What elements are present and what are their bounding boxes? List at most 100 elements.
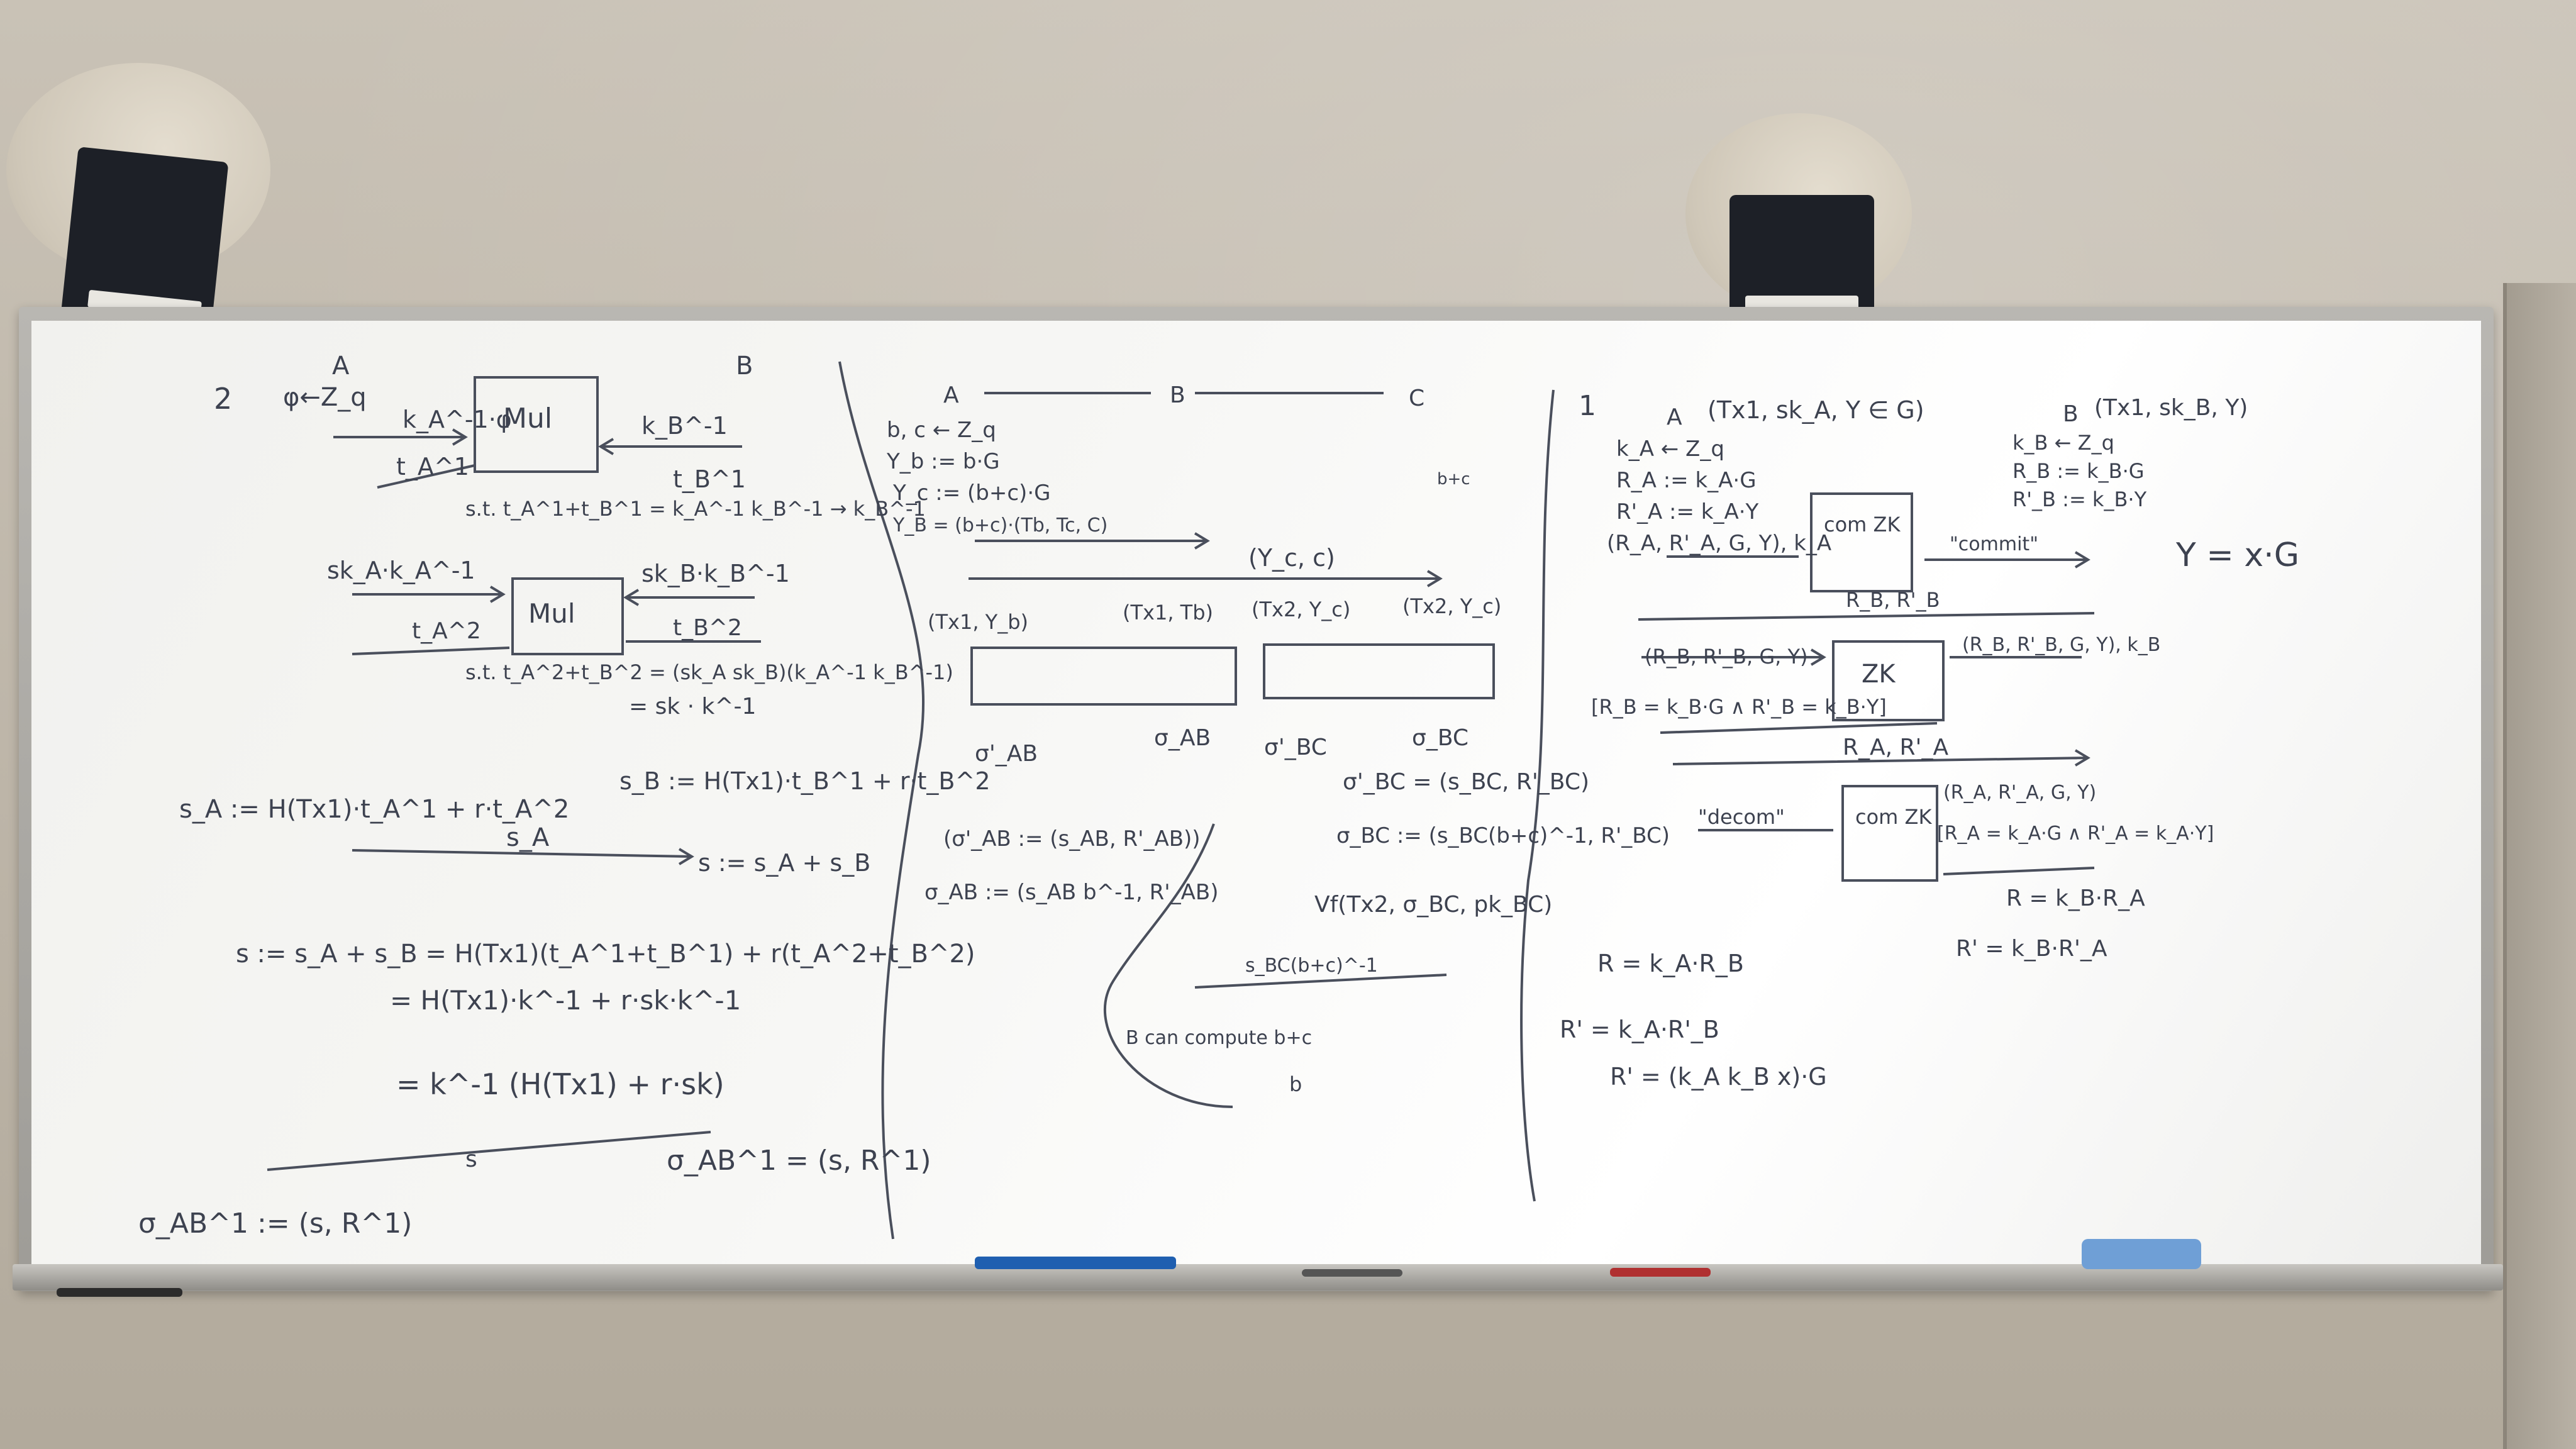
handwritten-text: Y = x·G — [2175, 536, 2299, 574]
handwritten-text: com ZK — [1855, 805, 1932, 829]
handwritten-text: A — [332, 352, 350, 380]
handwritten-text: s_A — [506, 823, 550, 852]
handwritten-text: sk_B·k_B^-1 — [641, 560, 790, 587]
handwritten-text: C — [1409, 386, 1424, 411]
handwritten-text: s := s_A + s_B = H(Tx1)(t_A^1+t_B^1) + r… — [236, 940, 975, 969]
blue-marker — [975, 1257, 1176, 1269]
handwritten-text: σ_AB^1 := (s, R^1) — [138, 1208, 412, 1240]
handwritten-text: b, c ← Z_q — [887, 418, 996, 443]
handwritten-text: [R_B = k_B·G ∧ R'_B = k_B·Y] — [1591, 695, 1887, 719]
handwritten-text: s.t. t_A^1+t_B^1 = k_A^-1 k_B^-1 → k_B^-… — [465, 497, 926, 521]
handwritten-text: 2 — [214, 382, 232, 416]
handwritten-text: s_A := H(Tx1)·t_A^1 + r·t_A^2 — [179, 795, 569, 824]
handwritten-text: A — [1667, 404, 1682, 430]
handwritten-text: R' = k_A·R'_B — [1560, 1016, 1719, 1043]
eraser — [2082, 1239, 2201, 1269]
handwritten-text: σ_AB^1 = (s, R^1) — [667, 1145, 931, 1177]
handwritten-text: R'_B := k_B·Y — [2012, 487, 2147, 511]
handwritten-text: R = k_B·R_A — [2006, 886, 2145, 911]
black-marker — [57, 1288, 182, 1297]
handwritten-text: A — [943, 382, 959, 408]
handwritten-text: k_A ← Z_q — [1616, 436, 1724, 462]
handwritten-text: φ←Z_q — [283, 383, 367, 412]
divider-right — [1520, 389, 1555, 1202]
handwritten-text: s_B := H(Tx1)·t_B^1 + r·t_B^2 — [619, 767, 991, 795]
handwritten-text: R = k_A·R_B — [1597, 950, 1744, 977]
handwritten-text: σ_BC — [1412, 725, 1468, 751]
handwritten-text: R' = k_B·R'_A — [1956, 936, 2107, 962]
handwritten-text: (Tx1, sk_A, Y ∈ G) — [1707, 396, 1924, 424]
handwritten-text: σ'_AB — [975, 741, 1038, 767]
handwritten-text: (Tx1, sk_B, Y) — [2094, 395, 2248, 421]
handwritten-text: σ_AB — [1154, 725, 1211, 751]
mul-box-1 — [474, 376, 599, 473]
handwritten-text: b+c — [1437, 470, 1470, 489]
handwritten-text: ZK — [1862, 660, 1896, 689]
handwritten-text: σ'_BC = (s_BC, R'_BC) — [1343, 769, 1589, 795]
handwritten-text: R_A, R'_A — [1843, 735, 1948, 760]
handwritten-text: (R_A, R'_A, G, Y) — [1943, 782, 2096, 804]
handwritten-text: sk_A·k_A^-1 — [327, 557, 475, 584]
handwritten-text: com ZK — [1824, 513, 1901, 536]
red-marker — [1610, 1268, 1711, 1277]
com-zk-box-1 — [1810, 492, 1913, 592]
divider-left — [838, 361, 924, 1240]
handwritten-text: = H(Tx1)·k^-1 + r·sk·k^-1 — [390, 985, 741, 1016]
handwritten-text: t_B^2 — [673, 615, 742, 641]
handwritten-text: σ_BC := (s_BC(b+c)^-1, R'_BC) — [1336, 823, 1670, 848]
handwritten-text: k_B^-1 — [641, 412, 728, 440]
handwritten-text: (Tx2, Y_c) — [1402, 594, 1501, 618]
handwritten-text: k_A^-1·φ — [402, 406, 512, 433]
handwritten-text: R' = (k_A k_B x)·G — [1610, 1063, 1827, 1091]
handwritten-text: 1 — [1579, 390, 1596, 422]
proto-box-2 — [1263, 643, 1495, 699]
handwritten-text: [R_A = k_A·G ∧ R'_A = k_A·Y] — [1937, 823, 2214, 845]
handwritten-text: Mul — [528, 598, 575, 629]
proto-box-1 — [970, 647, 1237, 706]
handwritten-text: t_A^2 — [412, 618, 481, 644]
handwritten-text: Mul — [503, 402, 552, 435]
handwritten-text: R_B, R'_B — [1846, 588, 1940, 612]
handwritten-text: (Tx1, Y_b) — [928, 610, 1028, 634]
handwritten-text: (R_B, R'_B, G, Y), k_B — [1962, 634, 2160, 656]
gray-marker — [1302, 1269, 1402, 1277]
handwritten-text: B — [1170, 382, 1185, 408]
handwritten-text: σ_AB := (s_AB b^-1, R'_AB) — [924, 880, 1218, 905]
handwritten-text: "commit" — [1950, 533, 2038, 555]
mul-box-2 — [511, 577, 624, 655]
zk-box — [1832, 640, 1945, 721]
handwritten-text: k_B ← Z_q — [2012, 431, 2114, 455]
handwritten-text: (R_A, R'_A, G, Y), k_A — [1607, 531, 1831, 556]
handwritten-text: R_A := k_A·G — [1616, 468, 1757, 493]
wall-lamp-left — [0, 63, 277, 331]
handwritten-text: Vf(Tx2, σ_BC, pk_BC) — [1314, 892, 1552, 918]
handwritten-text: = sk · k^-1 — [629, 694, 756, 719]
handwritten-text: s — [465, 1146, 477, 1172]
handwritten-text: (R_B, R'_B, G, Y) — [1645, 645, 1808, 669]
handwritten-text: B — [2063, 401, 2079, 427]
handwritten-text: t_B^1 — [673, 465, 746, 493]
whiteboard — [31, 321, 2481, 1270]
door-frame — [2503, 283, 2576, 1449]
handwritten-text: "decom" — [1698, 805, 1785, 829]
handwritten-text: Y_B = (b+c)·(Tb, Tc, C) — [892, 514, 1108, 536]
handwritten-text: s.t. t_A^2+t_B^2 = (sk_A sk_B)(k_A^-1 k_… — [465, 660, 953, 684]
handwritten-text: t_A^1 — [396, 453, 469, 480]
handwritten-text: B can compute b+c — [1126, 1027, 1312, 1049]
handwritten-text: = k^-1 (H(Tx1) + r·sk) — [396, 1067, 724, 1101]
handwritten-text: (Tx2, Y_c) — [1252, 597, 1350, 621]
handwritten-text: R_B := k_B·G — [2012, 459, 2145, 483]
handwritten-text: (Y_c, c) — [1248, 544, 1335, 572]
handwritten-text: (σ'_AB := (s_AB, R'_AB)) — [943, 826, 1201, 852]
handwritten-text: Y_c := (b+c)·G — [892, 480, 1050, 506]
handwritten-text: s_BC(b+c)^-1 — [1245, 955, 1378, 977]
handwritten-text: (Tx1, Tb) — [1123, 601, 1213, 625]
handwritten-text: R'_A := k_A·Y — [1616, 499, 1759, 525]
handwritten-text: σ'_BC — [1264, 735, 1327, 760]
handwritten-text: s := s_A + s_B — [698, 849, 870, 877]
com-zk-box-2 — [1841, 785, 1938, 882]
handwritten-text: b — [1289, 1072, 1302, 1096]
handwritten-text: B — [736, 352, 753, 380]
handwritten-text: Y_b := b·G — [886, 449, 1000, 474]
